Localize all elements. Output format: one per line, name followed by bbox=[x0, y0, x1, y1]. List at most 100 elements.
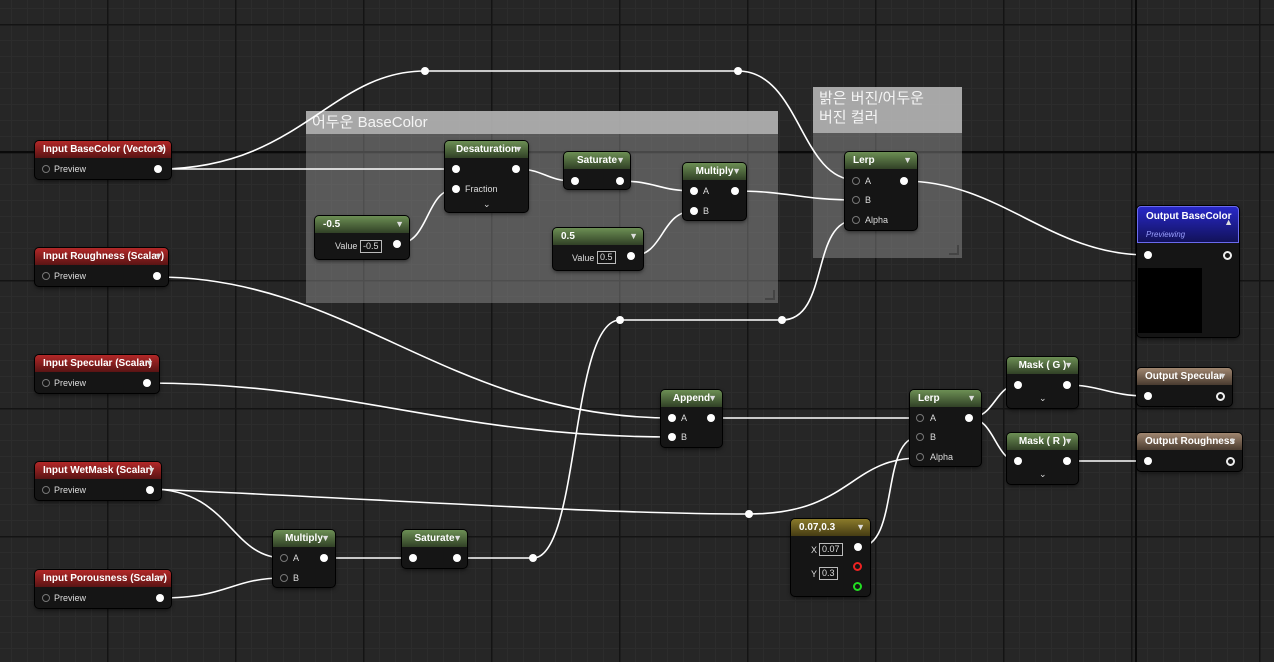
chevron-down-icon[interactable]: ▼ bbox=[157, 144, 166, 154]
value-field[interactable]: 0.5 bbox=[597, 251, 616, 264]
constant-neg-node[interactable]: -0.5▼ Value -0.5 bbox=[315, 216, 409, 259]
node-header[interactable]: 0.5▼ bbox=[553, 228, 643, 245]
resize-handle[interactable] bbox=[949, 245, 959, 255]
output-pin[interactable] bbox=[512, 165, 520, 173]
chevron-down-icon[interactable]: ▼ bbox=[1228, 436, 1237, 446]
node-header[interactable]: Mask ( R )▼ bbox=[1007, 433, 1078, 450]
input-pin-alpha[interactable] bbox=[916, 453, 924, 461]
y-value-field[interactable]: 0.3 bbox=[819, 567, 838, 580]
value-field[interactable]: -0.5 bbox=[360, 240, 382, 253]
input-pin[interactable] bbox=[1144, 392, 1152, 400]
node-header[interactable]: Mask ( G )▼ bbox=[1007, 357, 1078, 374]
input-wetmask-node[interactable]: Input WetMask (Scalar)▼ Preview bbox=[35, 462, 161, 500]
input-porousness-node[interactable]: Input Porousness (Scalar)▼ Preview bbox=[35, 570, 171, 608]
constant-half-node[interactable]: 0.5▼ Value 0.5 bbox=[553, 228, 643, 270]
expand-chevron-icon[interactable]: ⌄ bbox=[483, 199, 491, 209]
chevron-down-icon[interactable]: ▼ bbox=[395, 219, 404, 229]
output-pin[interactable] bbox=[320, 554, 328, 562]
saturate-bottom-node[interactable]: Saturate▼ bbox=[402, 530, 467, 568]
node-header[interactable]: Multiply▼ bbox=[273, 530, 335, 547]
input-pin[interactable] bbox=[1144, 251, 1152, 259]
chevron-down-icon[interactable]: ▼ bbox=[1064, 436, 1073, 446]
output-basecolor-node[interactable]: Output BaseColor Previewing ▲ bbox=[1137, 206, 1239, 337]
lerp-top-node[interactable]: Lerp▼ A B Alpha bbox=[845, 152, 917, 230]
node-header[interactable]: Desaturation▼ bbox=[445, 141, 528, 158]
output-pin-g[interactable] bbox=[853, 582, 862, 591]
input-pin-b[interactable] bbox=[668, 433, 676, 441]
input-pin[interactable] bbox=[1014, 457, 1022, 465]
output-pin[interactable] bbox=[854, 543, 862, 551]
output-pin[interactable] bbox=[156, 594, 164, 602]
chevron-down-icon[interactable]: ▼ bbox=[157, 573, 166, 583]
constant2vector-node[interactable]: 0.07,0.3▼ X 0.07 Y 0.3 bbox=[791, 519, 870, 596]
input-pin-b[interactable] bbox=[852, 196, 860, 204]
output-pin[interactable] bbox=[153, 272, 161, 280]
chevron-up-icon[interactable]: ▲ bbox=[1224, 217, 1233, 227]
multiply-node[interactable]: Multiply▼ A B bbox=[683, 163, 746, 220]
output-pin[interactable] bbox=[731, 187, 739, 195]
multiply-bottom-node[interactable]: Multiply▼ A B bbox=[273, 530, 335, 587]
chevron-down-icon[interactable]: ▼ bbox=[616, 155, 625, 165]
node-header[interactable]: Multiply▼ bbox=[683, 163, 746, 180]
node-header[interactable]: Input WetMask (Scalar)▼ bbox=[35, 462, 161, 479]
node-header[interactable]: -0.5▼ bbox=[315, 216, 409, 233]
chevron-down-icon[interactable]: ▼ bbox=[154, 251, 163, 261]
expand-chevron-icon[interactable]: ⌄ bbox=[1039, 469, 1047, 479]
chevron-down-icon[interactable]: ▼ bbox=[629, 231, 638, 241]
input-pin[interactable] bbox=[1144, 457, 1152, 465]
reroute-knot[interactable] bbox=[616, 316, 624, 324]
reroute-knot[interactable] bbox=[529, 554, 537, 562]
input-pin[interactable] bbox=[409, 554, 417, 562]
output-pin[interactable] bbox=[707, 414, 715, 422]
output-pin[interactable] bbox=[143, 379, 151, 387]
input-pin-a[interactable] bbox=[690, 187, 698, 195]
node-header[interactable]: Lerp▼ bbox=[845, 152, 917, 169]
node-header[interactable]: Output Specular▼ bbox=[1137, 368, 1232, 385]
output-pin[interactable] bbox=[627, 252, 635, 260]
expand-chevron-icon[interactable]: ⌄ bbox=[1039, 393, 1047, 403]
desaturation-node[interactable]: Desaturation▼ Fraction ⌄ bbox=[445, 141, 528, 212]
preview-toggle-pin[interactable] bbox=[42, 594, 50, 602]
chevron-down-icon[interactable]: ▼ bbox=[147, 465, 156, 475]
output-pin[interactable] bbox=[146, 486, 154, 494]
preview-toggle-pin[interactable] bbox=[42, 379, 50, 387]
input-pin-a[interactable] bbox=[852, 177, 860, 185]
node-header[interactable]: Output Roughness▼ bbox=[1137, 433, 1242, 450]
preview-toggle-pin[interactable] bbox=[42, 165, 50, 173]
input-pin-b[interactable] bbox=[280, 574, 288, 582]
input-pin[interactable] bbox=[1014, 381, 1022, 389]
output-pin[interactable] bbox=[965, 414, 973, 422]
lerp-mid-node[interactable]: Lerp▼ A B Alpha bbox=[910, 390, 981, 466]
output-specular-node[interactable]: Output Specular▼ bbox=[1137, 368, 1232, 406]
input-pin-b[interactable] bbox=[690, 207, 698, 215]
node-header[interactable]: Input Porousness (Scalar)▼ bbox=[35, 570, 171, 587]
chevron-down-icon[interactable]: ▼ bbox=[1218, 371, 1227, 381]
node-header[interactable]: Append▼ bbox=[661, 390, 722, 407]
node-header[interactable]: Input Specular (Scalar)▼ bbox=[35, 355, 159, 372]
preview-toggle-pin[interactable] bbox=[42, 486, 50, 494]
reroute-knot[interactable] bbox=[745, 510, 753, 518]
x-value-field[interactable]: 0.07 bbox=[819, 543, 843, 556]
node-header[interactable]: 0.07,0.3▼ bbox=[791, 519, 870, 536]
chevron-down-icon[interactable]: ▼ bbox=[708, 393, 717, 403]
input-roughness-node[interactable]: Input Roughness (Scalar)▼ Preview bbox=[35, 248, 168, 286]
output-pin-r[interactable] bbox=[853, 562, 862, 571]
output-pin[interactable] bbox=[1223, 251, 1232, 260]
node-header[interactable]: Output BaseColor Previewing ▲ bbox=[1137, 206, 1239, 243]
node-header[interactable]: Lerp▼ bbox=[910, 390, 981, 407]
input-pin-b[interactable] bbox=[916, 433, 924, 441]
input-specular-node[interactable]: Input Specular (Scalar)▼ Preview bbox=[35, 355, 159, 393]
chevron-down-icon[interactable]: ▼ bbox=[1064, 360, 1073, 370]
preview-toggle-pin[interactable] bbox=[42, 272, 50, 280]
output-pin[interactable] bbox=[453, 554, 461, 562]
saturate-node[interactable]: Saturate▼ bbox=[564, 152, 630, 189]
node-header[interactable]: Input Roughness (Scalar)▼ bbox=[35, 248, 168, 265]
input-pin-a[interactable] bbox=[280, 554, 288, 562]
input-basecolor-node[interactable]: Input BaseColor (Vector3)▼ Preview bbox=[35, 141, 171, 179]
chevron-down-icon[interactable]: ▼ bbox=[321, 533, 330, 543]
output-pin[interactable] bbox=[1063, 457, 1071, 465]
comment-title[interactable]: 어두운 BaseColor bbox=[306, 111, 778, 134]
output-roughness-node[interactable]: Output Roughness▼ bbox=[1137, 433, 1242, 471]
chevron-down-icon[interactable]: ▼ bbox=[145, 358, 154, 368]
output-pin[interactable] bbox=[1226, 457, 1235, 466]
